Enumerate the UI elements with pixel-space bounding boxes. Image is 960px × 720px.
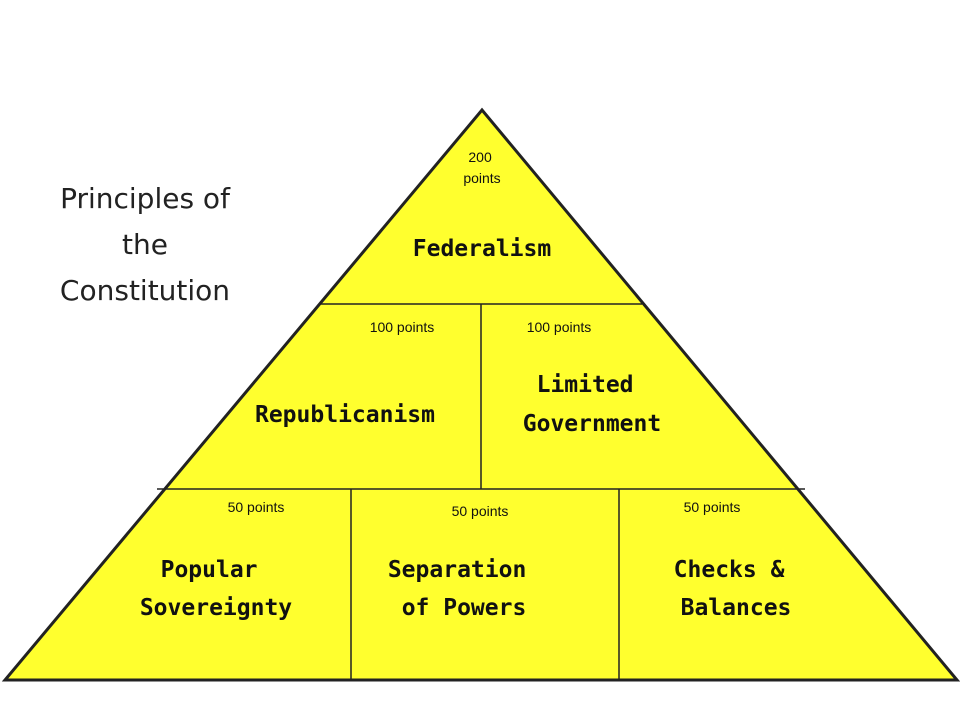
limited-government-label: Limited Government <box>523 372 661 437</box>
federalism-points-line-2: points <box>463 170 500 186</box>
federalism-label: Federalism <box>413 236 551 262</box>
republicanism-label: Republicanism <box>255 402 435 428</box>
checks-balances-points: 50 points <box>684 499 741 515</box>
separation-of-powers-points: 50 points <box>452 503 509 519</box>
limited-government-points: 100 points <box>527 319 592 335</box>
popular-sovereignty-label: Popular Sovereignty <box>140 557 292 621</box>
popular-sovereignty-points: 50 points <box>228 499 285 515</box>
separation-of-powers-label: Separation of Powers <box>388 557 540 621</box>
title-line-3: Constitution <box>59 274 231 307</box>
federalism-points: 200 points <box>463 149 500 186</box>
federalism-points-line-1: 200 <box>468 149 492 165</box>
title-line-2: the <box>122 228 168 261</box>
checks-balances-label: Checks & Balances <box>674 557 799 621</box>
republicanism-points: 100 points <box>370 319 435 335</box>
title-line-1: Principles of <box>60 182 230 215</box>
diagram-title: Principles of the Constitution <box>40 176 250 314</box>
